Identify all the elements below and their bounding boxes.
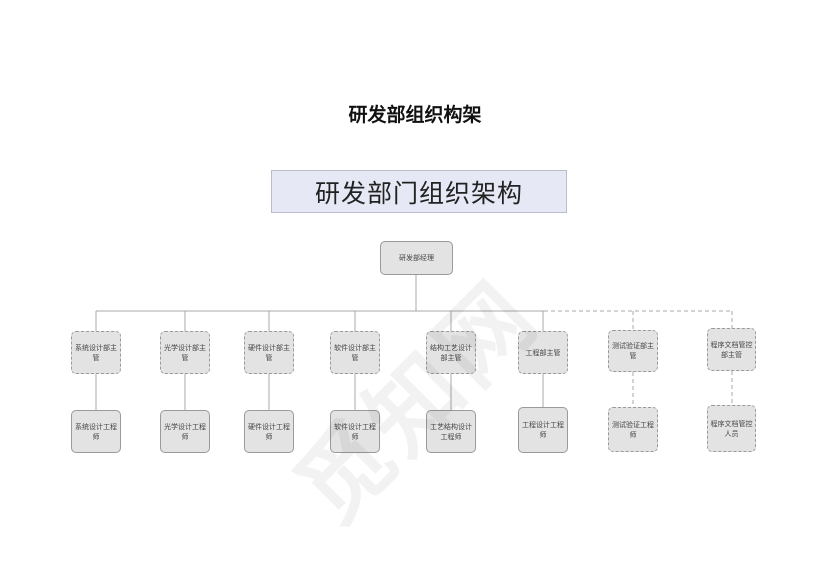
org-node-manager-optics[interactable]: 光学设计部主管	[160, 331, 210, 374]
org-node-label: 系统设计部主管	[75, 343, 117, 362]
org-node-label: 系统设计工程师	[75, 422, 117, 441]
org-node-manager-testing[interactable]: 测试验证部主管	[608, 330, 658, 372]
org-node-manager-software[interactable]: 软件设计部主管	[330, 331, 380, 374]
org-node-staff-engineering[interactable]: 工程设计工程师	[518, 407, 568, 453]
org-node-staff-optics[interactable]: 光学设计工程师	[160, 410, 210, 453]
org-node-label: 硬件设计部主管	[248, 343, 290, 362]
org-node-staff-docs[interactable]: 程序文档管控人员	[707, 405, 756, 452]
org-node-label: 测试验证工程师	[612, 420, 654, 439]
org-node-staff-testing[interactable]: 测试验证工程师	[608, 407, 658, 452]
org-node-staff-structure[interactable]: 工艺结构设计工程师	[426, 410, 476, 453]
org-node-staff-hardware[interactable]: 硬件设计工程师	[244, 410, 294, 453]
org-node-label: 研发部经理	[399, 254, 434, 262]
org-node-label: 程序文档管控部主管	[710, 340, 753, 359]
org-node-label: 软件设计部主管	[334, 343, 376, 362]
org-node-label: 硬件设计工程师	[248, 422, 290, 441]
org-node-label: 光学设计工程师	[164, 422, 206, 441]
org-node-manager-docs[interactable]: 程序文档管控部主管	[707, 328, 756, 371]
org-node-staff-software[interactable]: 软件设计工程师	[330, 410, 380, 453]
org-node-rd-manager[interactable]: 研发部经理	[380, 241, 453, 275]
org-node-label: 光学设计部主管	[164, 343, 206, 362]
org-node-label: 结构工艺设计部主管	[430, 343, 472, 362]
org-node-manager-system[interactable]: 系统设计部主管	[71, 331, 121, 374]
org-node-label: 程序文档管控人员	[710, 419, 753, 438]
org-node-staff-system[interactable]: 系统设计工程师	[71, 410, 121, 453]
org-node-manager-engineering[interactable]: 工程部主管	[518, 331, 568, 374]
org-node-manager-structure[interactable]: 结构工艺设计部主管	[426, 331, 476, 374]
org-node-label: 软件设计工程师	[334, 422, 376, 441]
org-node-label: 测试验证部主管	[612, 342, 654, 360]
org-node-manager-hardware[interactable]: 硬件设计部主管	[244, 331, 294, 374]
org-node-label: 工程设计工程师	[522, 421, 564, 439]
org-node-label: 工艺结构设计工程师	[430, 422, 472, 441]
org-node-label: 工程部主管	[525, 348, 561, 357]
page-title: 研发部组织构架	[348, 104, 482, 126]
chart-banner-title: 研发部门组织架构	[271, 170, 567, 213]
